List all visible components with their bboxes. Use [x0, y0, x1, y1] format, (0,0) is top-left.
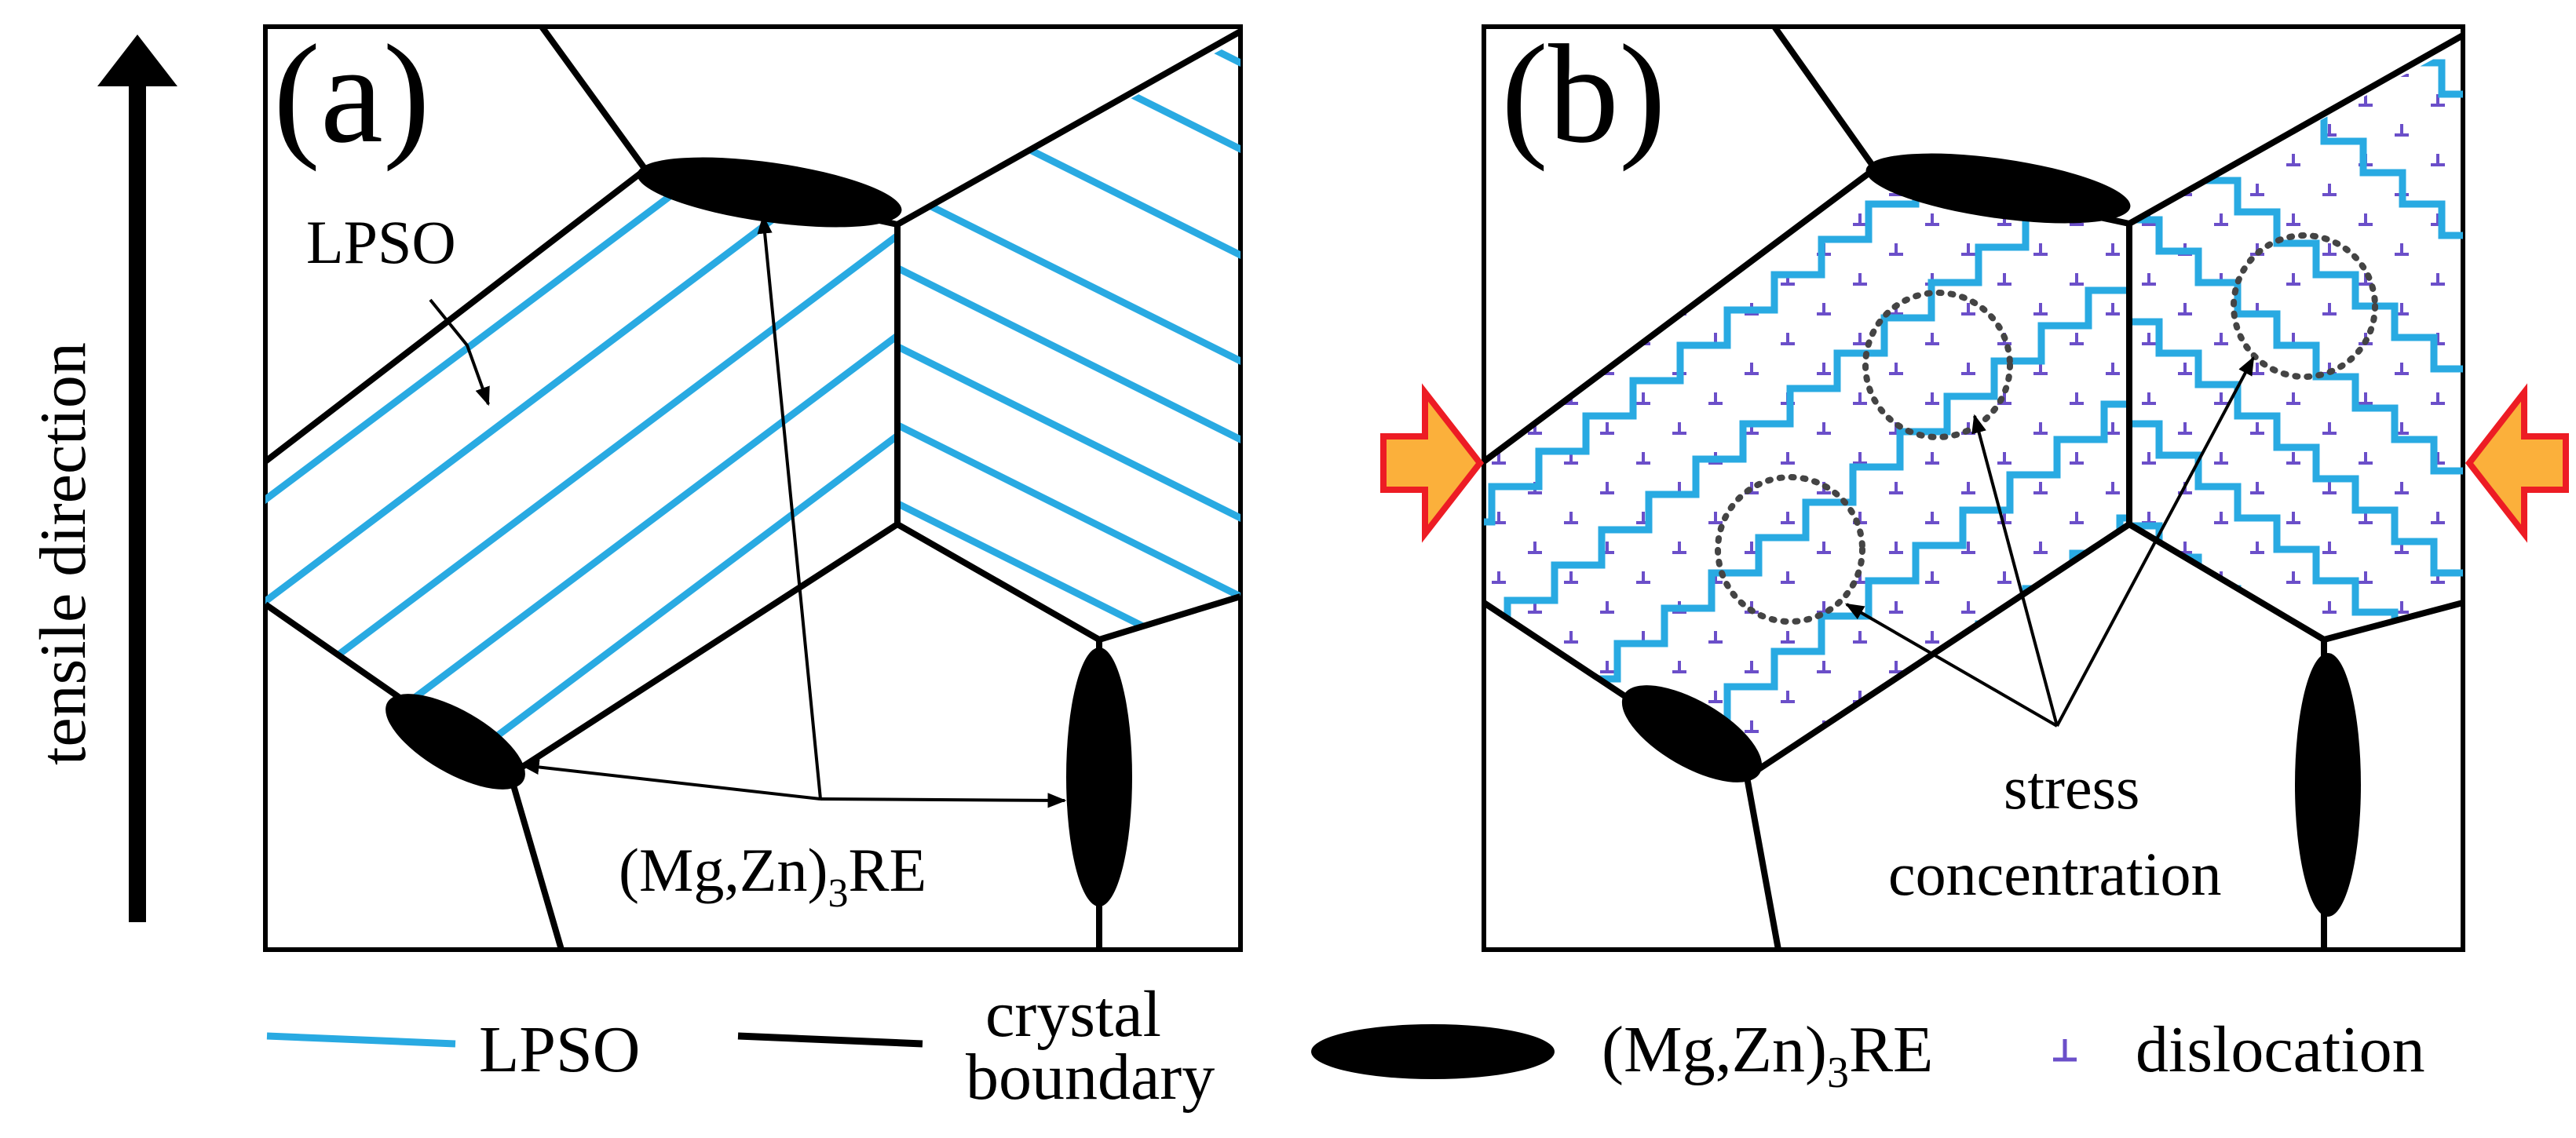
legend-phase-label: (Mg,Zn)3RE [1602, 1013, 1933, 1097]
panel-b-label: (b) [1501, 16, 1666, 172]
panel-b-arrows [1844, 356, 2255, 728]
stress-circle-middle [1862, 290, 2013, 440]
legend-lpso-label: LPSO [479, 1013, 640, 1086]
legend: LPSO crystal boundary (Mg,Zn)3RE disloca… [266, 978, 2425, 1114]
panel-b-stress-label-1: stress [2004, 753, 2139, 822]
legend-phase-swatch [1311, 1024, 1555, 1079]
compression-arrow-left [1380, 383, 1485, 543]
panel-b-stress-label-2: concentration [1888, 840, 2221, 908]
tensile-direction-arrow [97, 35, 177, 922]
legend-boundary-label-1: crystal [985, 978, 1161, 1051]
legend-dislocation-icon [2053, 1039, 2077, 1062]
panel-a-arrows [429, 214, 1067, 808]
panel-b: (b) stress concentration [1380, 16, 2569, 952]
compression-arrow-right [2465, 383, 2569, 543]
panel-a-label: (a) [273, 16, 430, 172]
panel-a: (a) LPSO (Mg,Zn)3RE [263, 16, 1243, 952]
panel-a-phase-label: (Mg,Zn)3RE [619, 836, 926, 916]
legend-boundary-label-2: boundary [966, 1041, 1215, 1114]
panel-b-stress-circles [1715, 232, 2378, 625]
legend-boundary-swatch [737, 1032, 923, 1048]
panel-b-mgzn3re-particles [1621, 153, 2361, 917]
panel-a-lpso-label: LPSO [306, 208, 456, 276]
legend-lpso-swatch [266, 1032, 456, 1048]
stress-circle-lower [1715, 474, 1865, 625]
stress-circle-right [2231, 232, 2378, 380]
tensile-direction-label: tensile direction [27, 342, 100, 765]
legend-dislocation-label: dislocation [2136, 1013, 2425, 1086]
panel-a-mgzn3re-particles [385, 157, 1132, 906]
panel-b-dislocations [1484, 43, 2463, 777]
